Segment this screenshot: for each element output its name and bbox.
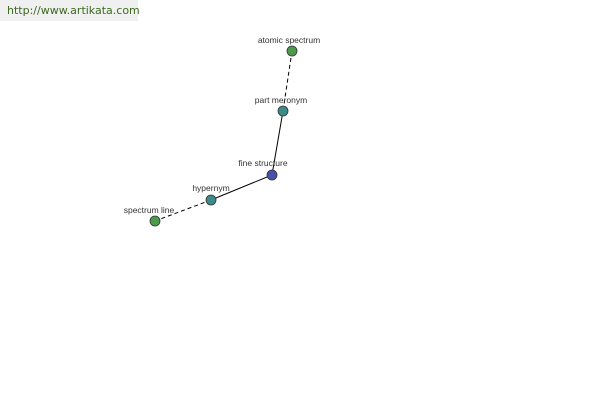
node-label-atomic-spectrum: atomic spectrum	[258, 35, 320, 45]
node-fine-structure[interactable]	[266, 169, 278, 181]
node-label-hypernym: hypernym	[192, 183, 229, 193]
edge-part_meronym-fine_structure	[271, 110, 284, 176]
edge-hypernym-spectrum_line	[154, 199, 212, 222]
node-hypernym[interactable]	[205, 194, 217, 206]
node-atomic-spectrum[interactable]	[286, 45, 298, 57]
watermark: http://www.artikata.com	[0, 0, 140, 21]
node-label-fine-structure: fine structure	[238, 158, 287, 168]
node-label-spectrum-line: spectrum line	[124, 205, 175, 215]
node-spectrum-line[interactable]	[149, 215, 161, 227]
edge-fine_structure-hypernym	[210, 174, 273, 201]
edge-atomic_spectrum-part_meronym	[282, 50, 293, 112]
node-part-meronym[interactable]	[277, 105, 289, 117]
node-label-part-meronym: part meronym	[255, 95, 307, 105]
